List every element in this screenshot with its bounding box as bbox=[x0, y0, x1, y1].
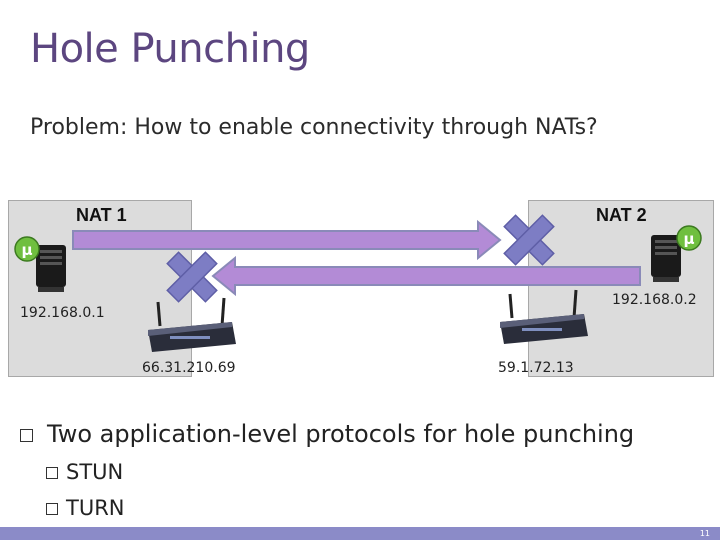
sub-bullet-text: TURN bbox=[66, 496, 125, 520]
bullet-main: Two application-level protocols for hole… bbox=[20, 420, 634, 448]
nat1-label: NAT 1 bbox=[76, 205, 127, 225]
nat2-label: NAT 2 bbox=[596, 205, 647, 225]
router2-ip: 59.1.72.13 bbox=[498, 360, 574, 376]
nat2-region bbox=[528, 200, 714, 377]
sub-bullet-turn: TURN bbox=[46, 496, 125, 520]
host1-ip: 192.168.0.1 bbox=[20, 305, 105, 321]
nat1-region bbox=[8, 200, 192, 377]
slide-title: Hole Punching bbox=[30, 26, 310, 72]
host2-ip: 192.168.0.2 bbox=[612, 292, 697, 308]
router1-ip: 66.31.210.69 bbox=[142, 360, 236, 376]
bullet-square-icon bbox=[20, 428, 33, 442]
footer-bar: 11 bbox=[0, 527, 720, 540]
sub-bullet-square-icon bbox=[46, 503, 58, 515]
sub-bullet-text: STUN bbox=[66, 460, 124, 484]
bullet-main-text: Two application-level protocols for hole… bbox=[47, 420, 635, 448]
sub-bullet-stun: STUN bbox=[46, 460, 123, 484]
problem-statement: Problem: How to enable connectivity thro… bbox=[30, 115, 598, 140]
sub-bullet-square-icon bbox=[46, 467, 58, 479]
page-number: 11 bbox=[699, 529, 710, 538]
